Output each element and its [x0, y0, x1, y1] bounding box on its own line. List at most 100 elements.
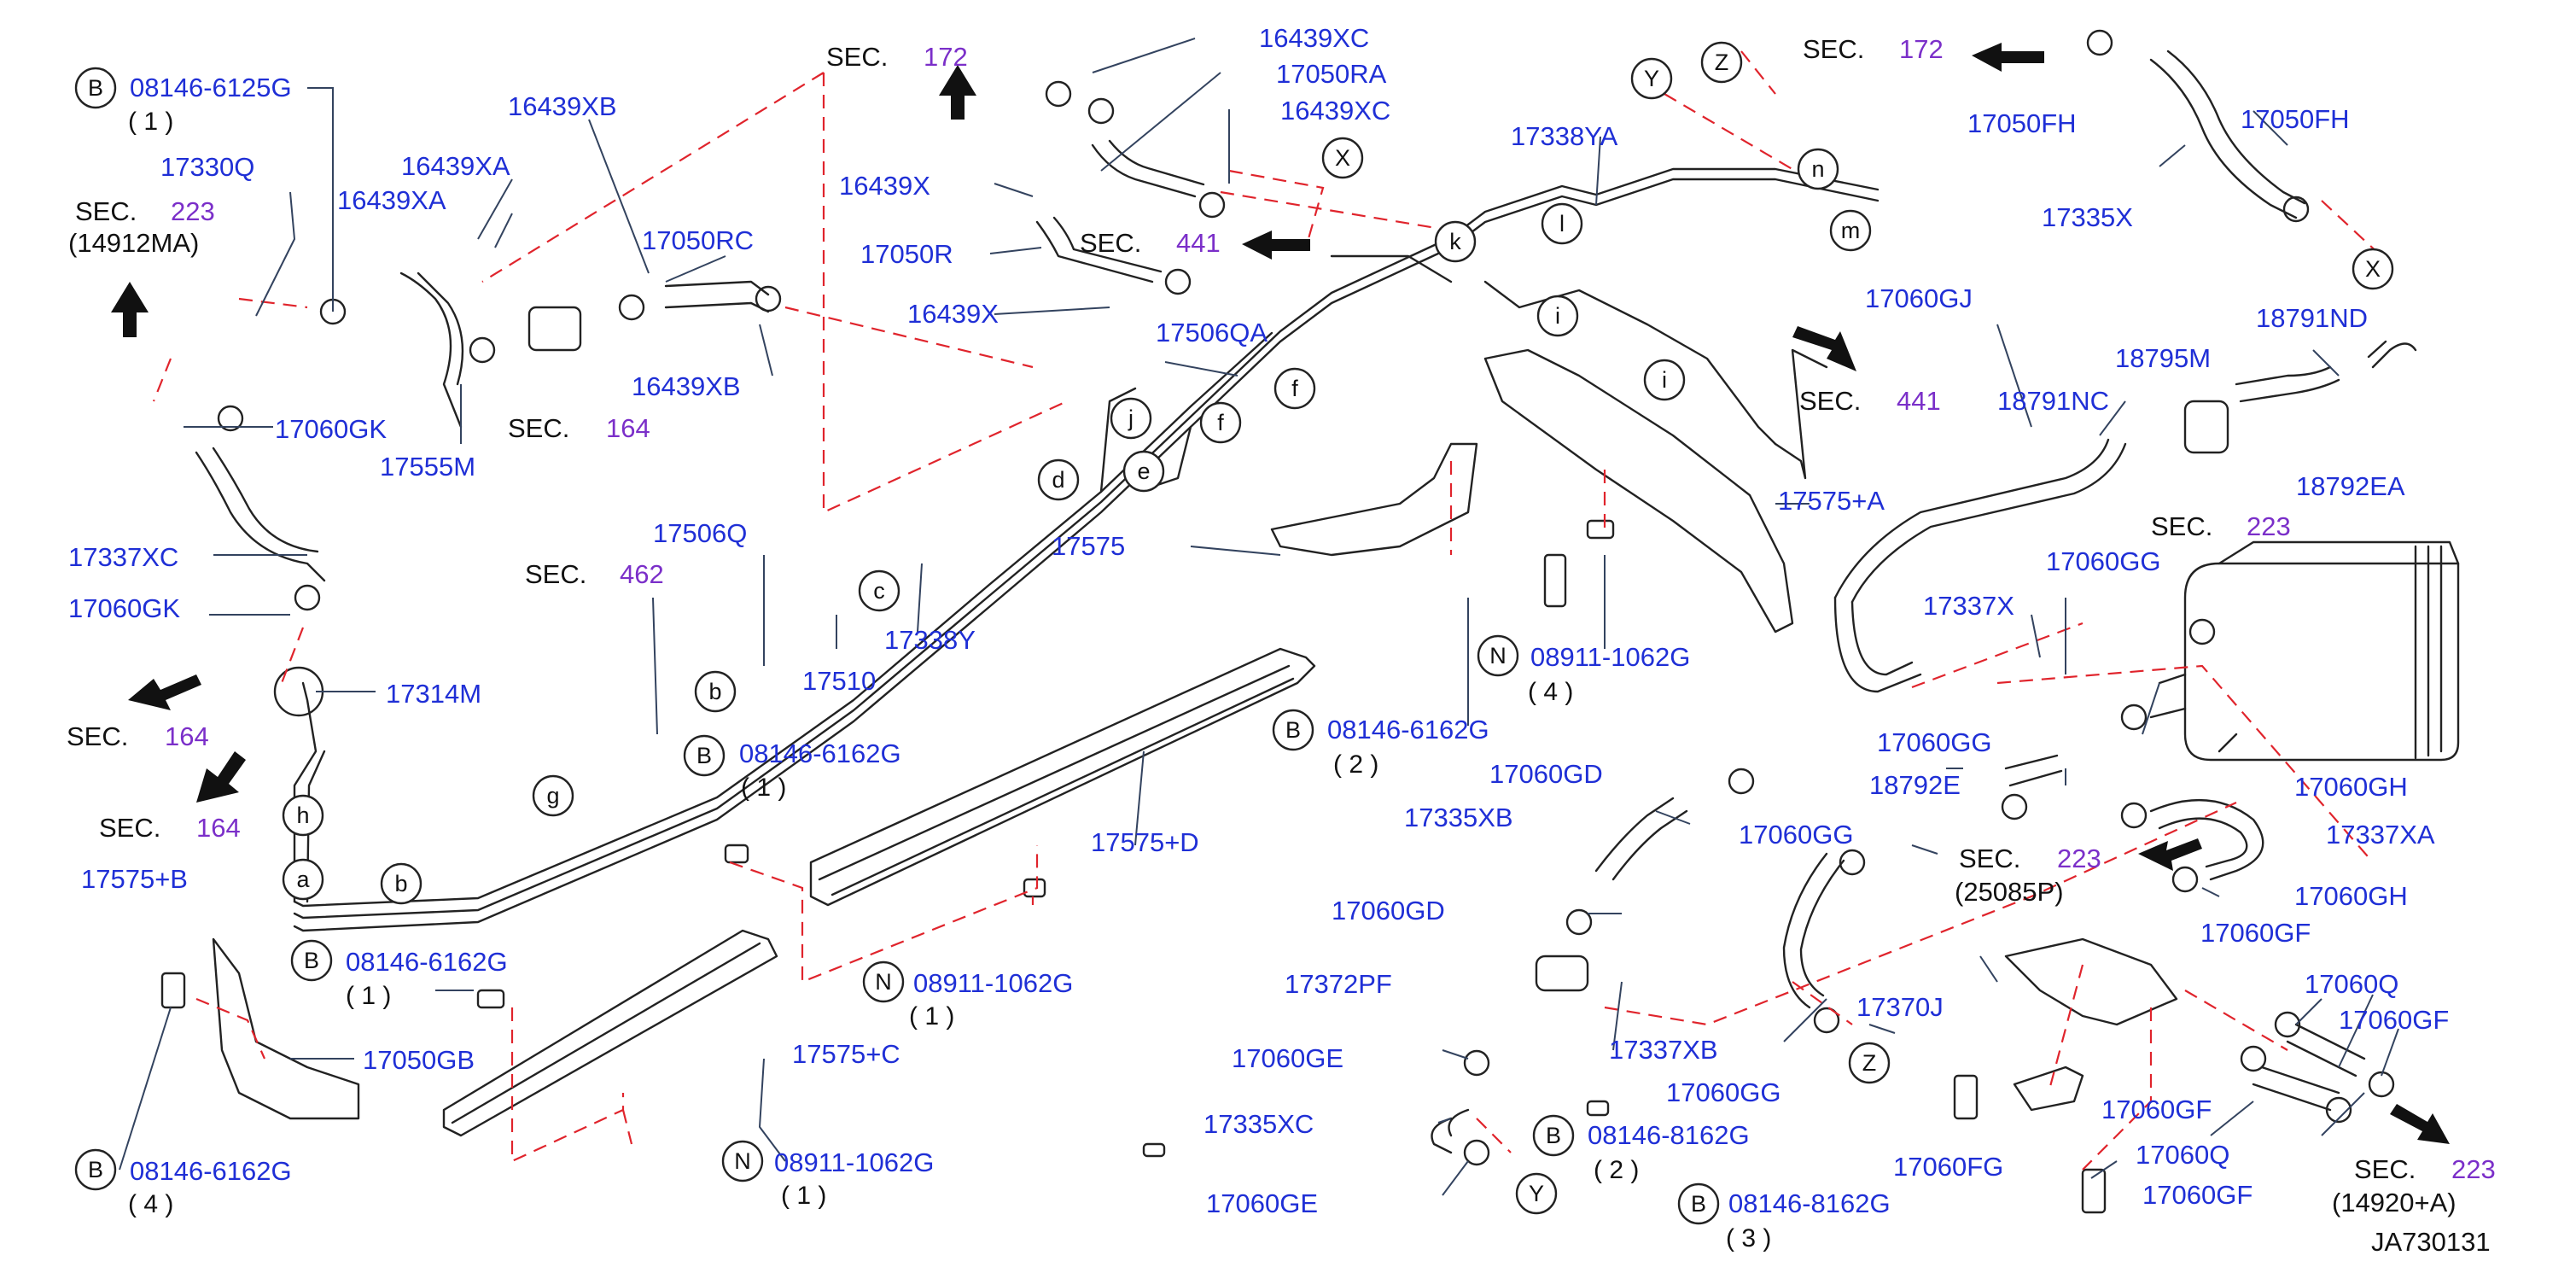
svg-text:h: h	[296, 803, 309, 828]
svg-text:b: b	[394, 871, 407, 896]
arrow-icon	[2390, 1104, 2450, 1144]
part-number-label: 16439XA	[337, 185, 446, 215]
part-number-label: 17060GF	[2142, 1180, 2253, 1210]
part-number-label: 17060Q	[2305, 969, 2398, 999]
section-label: SEC.	[99, 813, 160, 843]
reference-label: (25085P)	[1955, 877, 2064, 907]
svg-text:l: l	[1559, 211, 1565, 236]
marker-Y: Y	[1515, 1172, 1558, 1215]
svg-text:a: a	[296, 867, 310, 892]
direction-arrows	[111, 43, 2450, 1144]
section-label: SEC.	[1799, 386, 1861, 416]
part-number-label: 17060GE	[1206, 1188, 1318, 1218]
svg-text:i: i	[1555, 303, 1560, 329]
part-labels: 08146-6125G ( 1 ) 17330Q SEC. 223 (14912…	[67, 23, 2496, 1257]
marker-B: B	[683, 734, 726, 777]
section-number: 164	[196, 813, 241, 843]
section-label: SEC.	[67, 721, 128, 751]
part-number-label: 18791NC	[1997, 386, 2109, 416]
quantity-label: ( 2 )	[1594, 1156, 1639, 1184]
part-number-label: 17060GF	[2101, 1095, 2212, 1124]
marker-f: f	[1273, 367, 1316, 410]
part-number-label: 08911-1062G	[913, 968, 1073, 998]
part-number-label: 17506Q	[653, 518, 747, 548]
part-number-label: 18791ND	[2256, 303, 2368, 333]
part-number-label: 08911-1062G	[774, 1147, 934, 1177]
part-number-label: 17314M	[386, 679, 481, 709]
part-number-label: 17060GD	[1332, 896, 1445, 925]
hoses	[195, 50, 2417, 1154]
arrow-icon	[939, 65, 976, 120]
part-number-label: 08146-6125G	[130, 73, 292, 102]
part-number-label: 17060GH	[2294, 772, 2408, 802]
marker-b: b	[694, 670, 737, 713]
svg-text:k: k	[1449, 229, 1461, 254]
svg-text:B: B	[304, 948, 319, 973]
part-number-label: 08146-6162G	[1327, 715, 1489, 744]
section-number: 462	[620, 559, 664, 589]
part-number-label: 17050GB	[363, 1045, 475, 1075]
svg-text:m: m	[1841, 218, 1861, 243]
quantity-label: ( 1 )	[781, 1182, 826, 1210]
marker-e: e	[1122, 450, 1165, 493]
part-number-label: 17330Q	[160, 152, 254, 182]
section-label: SEC.	[525, 559, 586, 589]
svg-text:X: X	[2365, 256, 2381, 282]
quantity-label: ( 2 )	[1333, 750, 1378, 779]
part-number-label: 17060GJ	[1865, 283, 1973, 313]
part-number-label: 17060GG	[1666, 1077, 1780, 1107]
section-number: 223	[2057, 844, 2101, 873]
part-number-label: 17510	[802, 666, 876, 696]
part-number-label: 17060FG	[1893, 1152, 2003, 1182]
marker-Z: Z	[1848, 1042, 1891, 1084]
part-number-label: 17337X	[1923, 591, 2014, 621]
part-number-label: 17060GF	[2200, 918, 2311, 948]
part-number-label: 16439XC	[1280, 96, 1390, 126]
leader-lines	[119, 38, 2399, 1196]
marker-j: j	[1110, 397, 1152, 440]
part-number-label: 16439XB	[632, 371, 741, 401]
svg-text:g: g	[546, 783, 559, 809]
callout-markers: B B B B B B B N N N a b b c d e f f g h …	[74, 41, 2394, 1225]
part-number-label: 18795M	[2115, 343, 2211, 373]
arrow-icon	[1792, 326, 1856, 371]
canister	[2149, 540, 2460, 762]
part-number-label: 08146-6162G	[739, 739, 901, 768]
part-number-label: 17060GH	[2294, 881, 2408, 911]
section-number: 164	[606, 413, 650, 443]
marker-i: i	[1536, 295, 1579, 337]
part-number-label: 17338Y	[884, 625, 976, 655]
part-number-label: 16439XB	[508, 91, 617, 121]
section-number: 223	[2247, 511, 2291, 541]
svg-text:Y: Y	[1644, 66, 1659, 91]
reference-label: (14912MA)	[68, 228, 199, 258]
part-number-label: 18792EA	[2296, 471, 2405, 501]
marker-l: l	[1541, 202, 1583, 245]
part-number-label: 17060GF	[2339, 1005, 2449, 1035]
part-number-label: 08146-8162G	[1728, 1188, 1891, 1218]
section-number: 441	[1176, 228, 1221, 258]
part-number-label: 17060Q	[2136, 1140, 2229, 1170]
section-number: 223	[2451, 1154, 2496, 1184]
part-number-label: 17060GG	[1739, 820, 1853, 850]
svg-text:n: n	[1811, 156, 1824, 182]
arrow-icon	[196, 751, 246, 803]
svg-text:i: i	[1662, 367, 1667, 393]
part-number-label: 17506QA	[1156, 318, 1268, 347]
marker-i: i	[1643, 359, 1686, 401]
svg-text:Z: Z	[1715, 50, 1729, 75]
part-number-label: 17337XA	[2326, 820, 2435, 850]
dashed-reference-lines	[152, 50, 2382, 1171]
svg-text:j: j	[1128, 406, 1134, 431]
marker-b: b	[380, 862, 423, 905]
svg-text:Z: Z	[1862, 1050, 1877, 1076]
part-number-label: 17060GD	[1489, 759, 1603, 789]
marker-d: d	[1037, 458, 1080, 501]
section-number: 164	[165, 721, 209, 751]
quantity-label: ( 3 )	[1726, 1224, 1771, 1252]
part-number-label: 16439X	[907, 299, 999, 329]
quantity-label: ( 1 )	[741, 774, 786, 802]
part-number-label: 08146-8162G	[1588, 1120, 1750, 1150]
svg-text:X: X	[1335, 145, 1350, 171]
quantity-label: ( 1 )	[346, 982, 391, 1010]
